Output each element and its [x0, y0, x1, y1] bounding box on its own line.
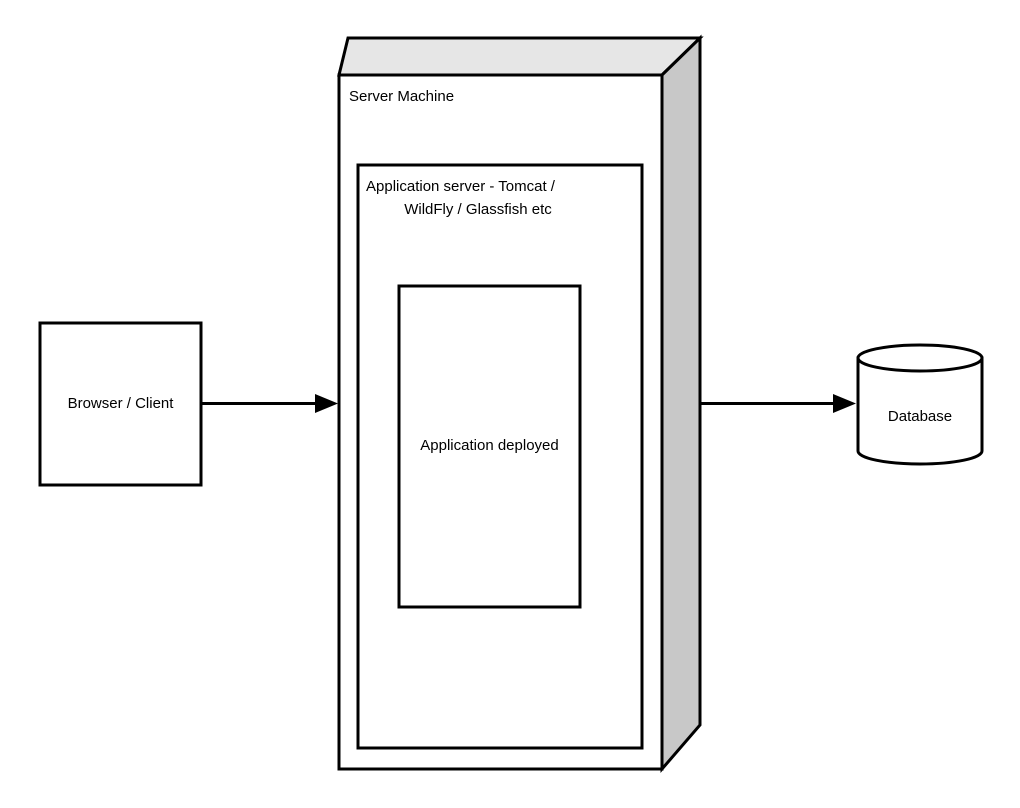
node-browser-client[interactable]: Browser / Client	[38, 321, 203, 487]
edge-browser-to-server[interactable]	[201, 394, 338, 413]
server-machine-top-face	[337, 36, 704, 77]
browser-client-label: Browser / Client	[68, 395, 175, 412]
application-deployed-rect[interactable]	[397, 284, 582, 609]
edge-server-to-database[interactable]	[701, 394, 856, 413]
database-cylinder-body[interactable]	[856, 356, 984, 466]
server-machine-label: Server Machine	[349, 88, 454, 105]
database-label: Database	[888, 408, 952, 425]
server-machine-side-face	[660, 34, 702, 774]
application-server-label-line-2: WildFly / Glassfish etc	[404, 201, 552, 218]
application-deployed-label: Application deployed	[420, 437, 558, 454]
browser-client-rect[interactable]	[38, 321, 203, 487]
edge-browser-to-server-arrowhead	[315, 394, 338, 413]
application-server-label-line-1: Application server - Tomcat /	[366, 178, 556, 195]
node-database[interactable]: Database	[856, 343, 984, 466]
node-application-deployed[interactable]: Application deployed	[397, 284, 582, 609]
edge-server-to-database-arrowhead	[833, 394, 856, 413]
database-cylinder-top	[856, 343, 984, 373]
